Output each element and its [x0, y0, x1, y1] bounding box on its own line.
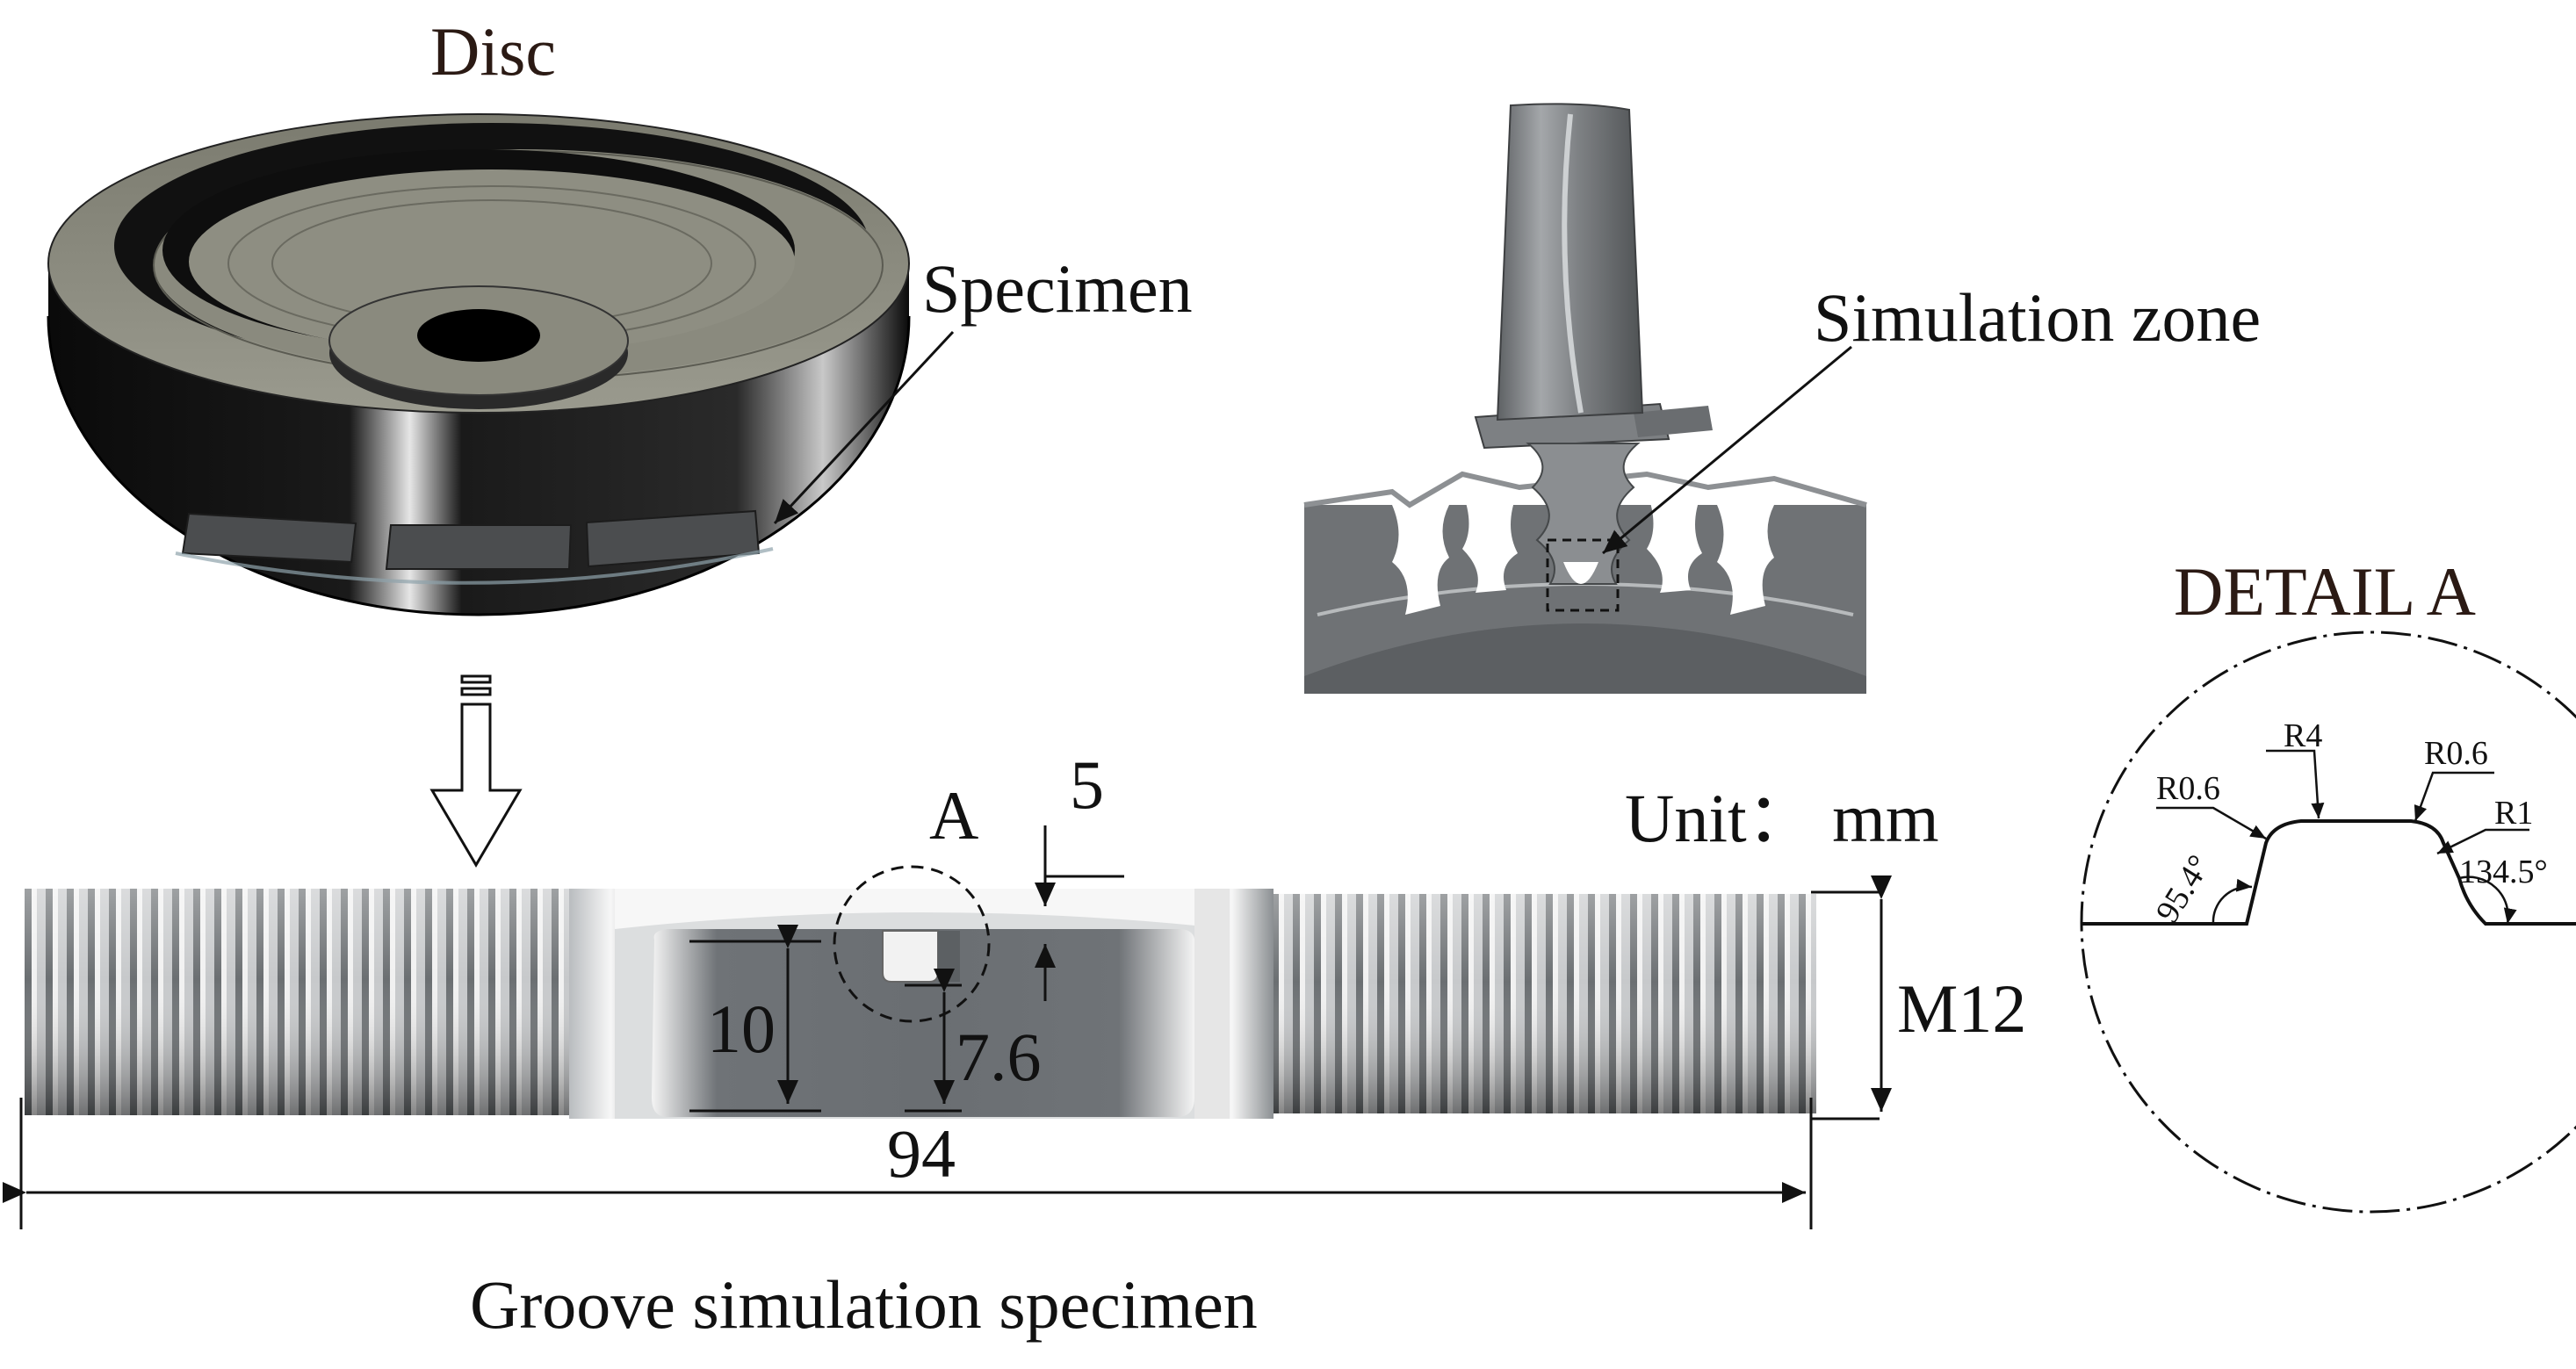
label-thread: M12 [1897, 970, 2026, 1047]
label-gauge-height: 10 [707, 991, 776, 1067]
simulation-zone-box [1546, 538, 1620, 612]
figure-caption: Groove simulation specimen [470, 1266, 1258, 1343]
label-disc: Disc [430, 13, 556, 90]
label-r4: R4 [2284, 717, 2322, 754]
detail-a-marker-circle [833, 865, 991, 1023]
label-groove-depth: 7.6 [956, 1019, 1042, 1095]
detail-a-view: R4 R0.6 R0.6 R1 95.4° 134.5° [2080, 630, 2576, 1214]
label-simulation-zone: Simulation zone [1814, 279, 2261, 356]
label-groove-width: 5 [1070, 746, 1104, 823]
specimen-leader [773, 330, 955, 525]
label-marker-a: A [929, 777, 978, 854]
groove-specimen-illustration [25, 889, 1816, 1119]
label-angle-left: 95.4° [2149, 849, 2219, 930]
label-detail-a: DETAIL A [2174, 553, 2476, 630]
process-arrow-icon [429, 674, 523, 868]
simulation-zone-leader [1602, 345, 1852, 555]
label-r06-right: R0.6 [2424, 735, 2488, 772]
label-specimen: Specimen [922, 250, 1193, 327]
label-unit: Unit： mm [1625, 780, 1939, 856]
label-length: 94 [887, 1115, 956, 1192]
disc-illustration [47, 113, 911, 616]
label-r06-left: R0.6 [2156, 770, 2220, 807]
blade-illustration [1303, 103, 1867, 694]
label-r1: R1 [2494, 795, 2533, 832]
dimension-lines [3, 825, 1892, 1229]
label-angle-right: 134.5° [2459, 854, 2548, 890]
